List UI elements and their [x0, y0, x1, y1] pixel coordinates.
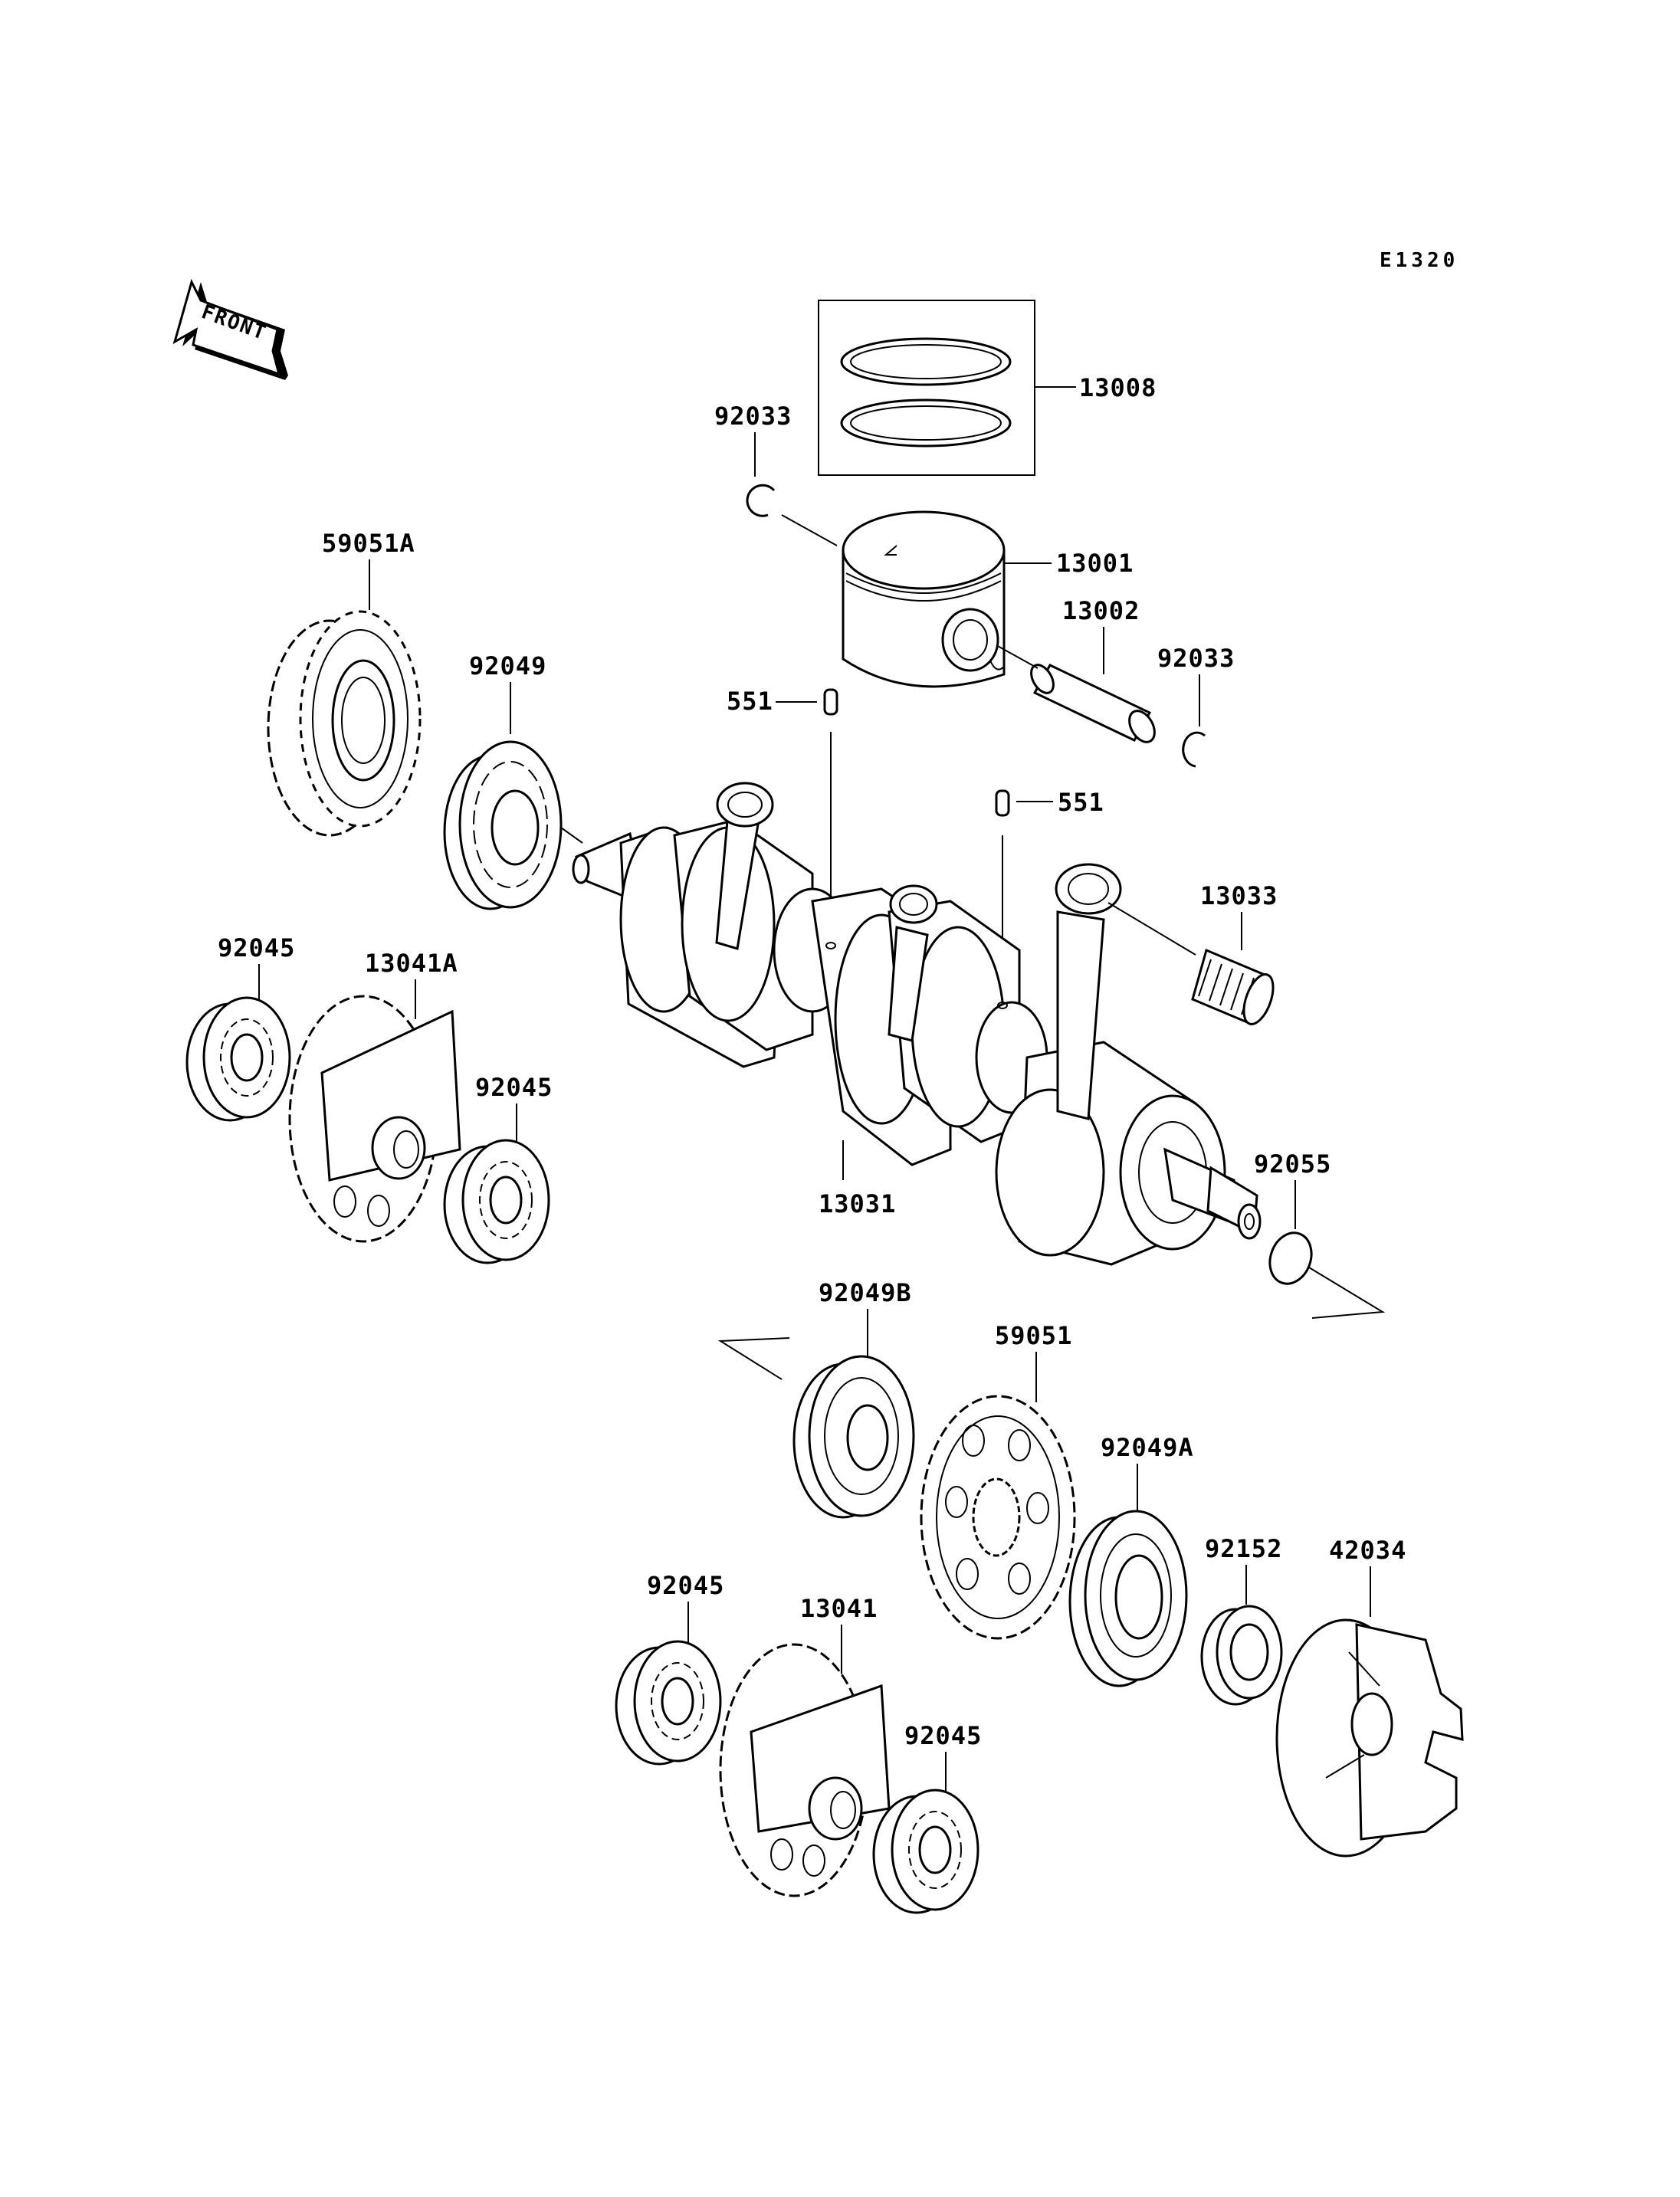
label-13001: 13001 [1056, 549, 1134, 578]
label-92045-left-bottom: 92045 [475, 1073, 553, 1102]
piston-pin [1030, 664, 1156, 743]
label-92045-left-top: 92045 [218, 933, 295, 962]
label-42034: 42034 [1329, 1536, 1406, 1565]
label-59051A: 59051A [322, 529, 415, 558]
o-ring-92055 [1268, 1231, 1313, 1285]
oil-seal-92049 [443, 740, 563, 910]
pin-right [995, 789, 1010, 817]
balancer-gear-13041 [719, 1643, 891, 1897]
label-92152: 92152 [1205, 1534, 1282, 1563]
label-92033-top: 92033 [714, 402, 792, 431]
crankshaft [572, 782, 1262, 1266]
label-13002: 13002 [1062, 596, 1140, 625]
gear-59051 [920, 1395, 1076, 1640]
ball-bearing-left-bottom [443, 1139, 550, 1264]
label-92055: 92055 [1254, 1149, 1331, 1179]
gear-59051A [267, 610, 422, 837]
label-92049: 92049 [469, 651, 546, 680]
piston-ring-set [818, 300, 1035, 476]
oil-seal-92049A [1068, 1510, 1188, 1687]
label-13041: 13041 [800, 1594, 878, 1623]
label-13031: 13031 [819, 1189, 896, 1218]
ball-bearing-left-top [185, 996, 291, 1122]
ball-bearing-bottom-right [872, 1789, 979, 1914]
needle-bearing-13033 [1191, 948, 1275, 1026]
label-92049B: 92049B [819, 1278, 912, 1307]
collar-92152 [1200, 1605, 1283, 1706]
balancer-gear-13041A [288, 995, 461, 1243]
label-59051: 59051 [995, 1321, 1072, 1350]
pin-left [823, 688, 838, 716]
label-551-right: 551 [1058, 788, 1104, 817]
label-551-left: 551 [727, 687, 773, 716]
ball-bearing-bottom-left [615, 1640, 722, 1766]
oil-seal-92049B [792, 1355, 915, 1519]
coupling-42034 [1275, 1618, 1464, 1858]
label-13033: 13033 [1200, 881, 1278, 910]
circlip-top [746, 484, 776, 517]
label-92045-bottom-left: 92045 [647, 1571, 724, 1600]
label-13041A: 13041A [365, 949, 458, 978]
piston [842, 510, 1006, 688]
label-92033-right: 92033 [1157, 644, 1235, 673]
diagram-code: E1320 [1380, 249, 1459, 272]
label-92049A: 92049A [1101, 1433, 1194, 1462]
front-arrow-icon: FRONT [172, 278, 288, 380]
label-92045-bottom-right: 92045 [904, 1721, 982, 1750]
label-13008: 13008 [1079, 373, 1157, 402]
circlip-right [1182, 731, 1206, 768]
